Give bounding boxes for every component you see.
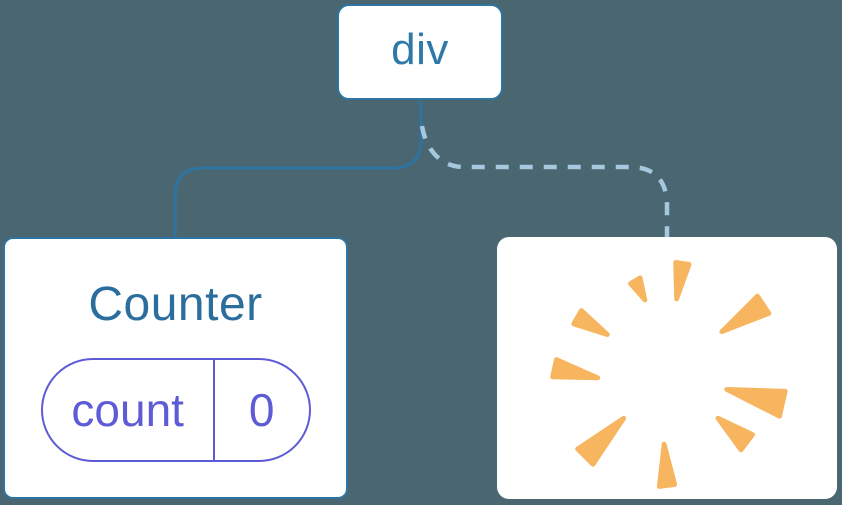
state-pill: count 0 (40, 358, 311, 462)
root-node-label: div (391, 25, 449, 74)
poof-ray (724, 386, 788, 419)
counter-component-card: Counter count 0 (3, 237, 348, 499)
poof-ray (719, 293, 772, 335)
poof-ray (575, 415, 627, 467)
poof-icon (550, 260, 788, 489)
dashed-connector-line (419, 125, 670, 239)
poof-ray (656, 441, 678, 489)
removed-component-card (497, 237, 837, 499)
poof-ray (571, 308, 610, 337)
state-value: 0 (248, 384, 275, 436)
poof-ray (715, 415, 755, 453)
solid-connector-line (173, 101, 423, 239)
poof-ray (550, 357, 601, 381)
root-node-div: div (337, 4, 503, 100)
state-key-label: count (43, 360, 215, 460)
poof-ray (673, 260, 692, 302)
poof-ray (628, 275, 648, 303)
counter-title: Counter (88, 278, 263, 331)
